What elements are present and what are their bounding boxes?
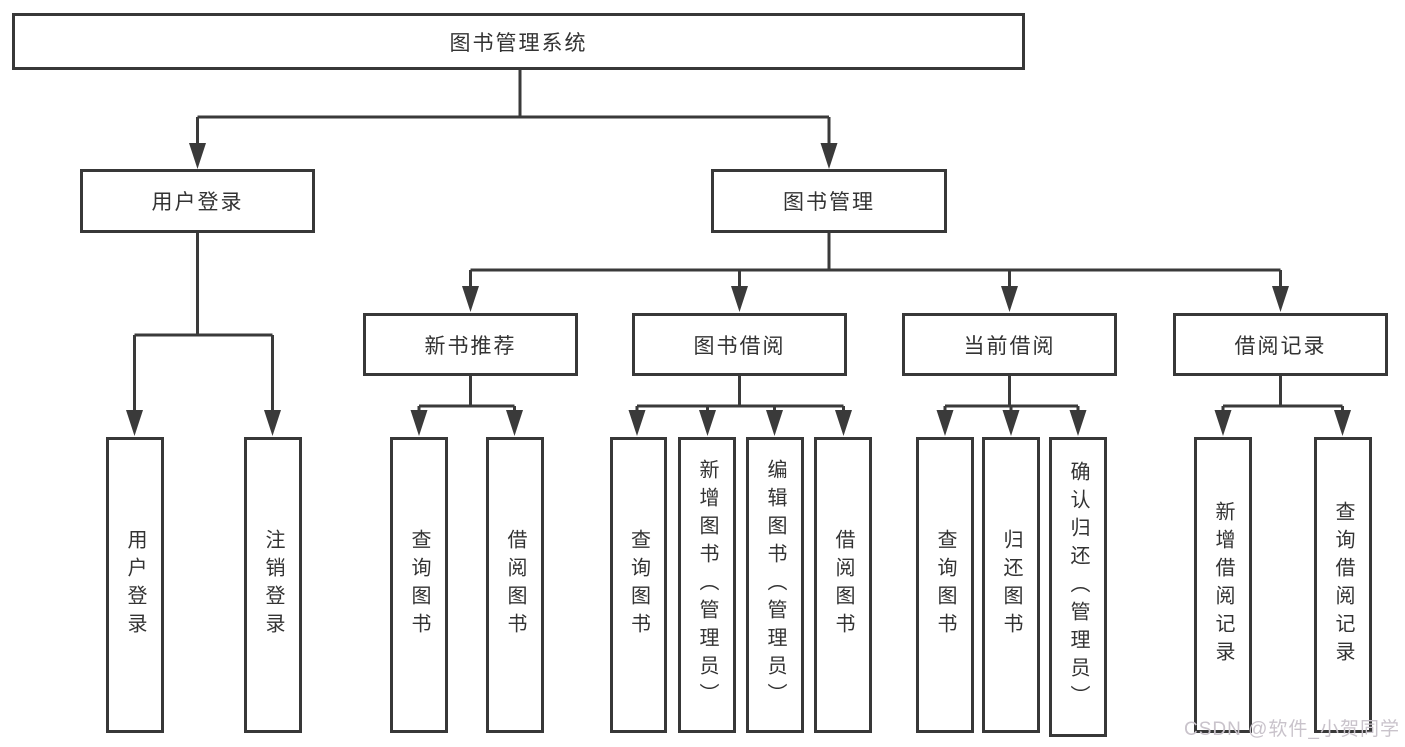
node-label: 归还图书: [1000, 529, 1022, 641]
leaf-current-confirm-return-admin: 确认归还（管理员）: [1049, 437, 1107, 737]
node-label: 确认归还（管理员）: [1067, 461, 1089, 713]
node-label: 查询图书: [627, 529, 650, 641]
node-label: 查询借阅记录: [1332, 501, 1354, 669]
leaf-current-query-books: 查询图书: [916, 437, 974, 733]
node-label: 图书管理: [783, 191, 875, 214]
node-label: 用户登录: [124, 529, 146, 641]
node-label: 查询图书: [408, 529, 430, 641]
connector-borrowing-records: [1214, 376, 1351, 436]
connector-new-book-recommendation: [410, 376, 523, 436]
leaf-borrow-borrow-books: 借阅图书: [814, 437, 872, 733]
node-borrowing-records: 借阅记录: [1173, 313, 1388, 376]
node-label: 图书管理系统: [449, 31, 588, 55]
node-label: 注销登录: [262, 529, 284, 641]
node-new-book-recommendation: 新书推荐: [363, 313, 578, 376]
node-label: 新增借阅记录: [1212, 501, 1234, 669]
leaf-current-return-books: 归还图书: [982, 437, 1040, 733]
node-label: 当前借阅: [963, 334, 1056, 358]
node-current-borrowing: 当前借阅: [902, 313, 1117, 376]
leaf-borrow-edit-books-admin: 编辑图书（管理员）: [746, 437, 804, 733]
node-book-management: 图书管理: [711, 169, 947, 233]
connector-book-management: [462, 233, 1289, 312]
leaf-borrow-add-books-admin: 新增图书（管理员）: [678, 437, 736, 733]
leaf-rec-borrow-books: 借阅图书: [486, 437, 544, 733]
node-root: 图书管理系统: [12, 13, 1025, 70]
leaf-user-login: 用户登录: [106, 437, 164, 733]
leaf-records-query-record: 查询借阅记录: [1314, 437, 1372, 733]
node-label: 编辑图书（管理员）: [764, 459, 786, 711]
connector-current-borrowing: [936, 376, 1087, 436]
node-label: 新书推荐: [424, 334, 517, 358]
node-label: 图书借阅: [693, 334, 786, 358]
leaf-records-add-record: 新增借阅记录: [1194, 437, 1252, 733]
node-label: 用户登录: [151, 191, 244, 214]
leaf-logout-login: 注销登录: [244, 437, 302, 733]
node-label: 借阅图书: [504, 529, 526, 641]
node-label: 新增图书（管理员）: [696, 459, 718, 711]
node-label: 借阅图书: [832, 529, 854, 641]
node-label: 查询图书: [934, 529, 956, 641]
csdn-watermark: CSDN @软件_小贺同学: [1184, 719, 1400, 740]
node-label: 借阅记录: [1234, 334, 1327, 358]
node-book-borrowing: 图书借阅: [632, 313, 847, 376]
leaf-rec-query-books: 查询图书: [390, 437, 448, 733]
leaf-borrow-query-books: 查询图书: [610, 437, 667, 733]
node-user-login: 用户登录: [80, 169, 315, 233]
connector-user-login: [126, 233, 281, 436]
connector-root: [189, 68, 838, 169]
connector-book-borrowing: [628, 376, 852, 436]
